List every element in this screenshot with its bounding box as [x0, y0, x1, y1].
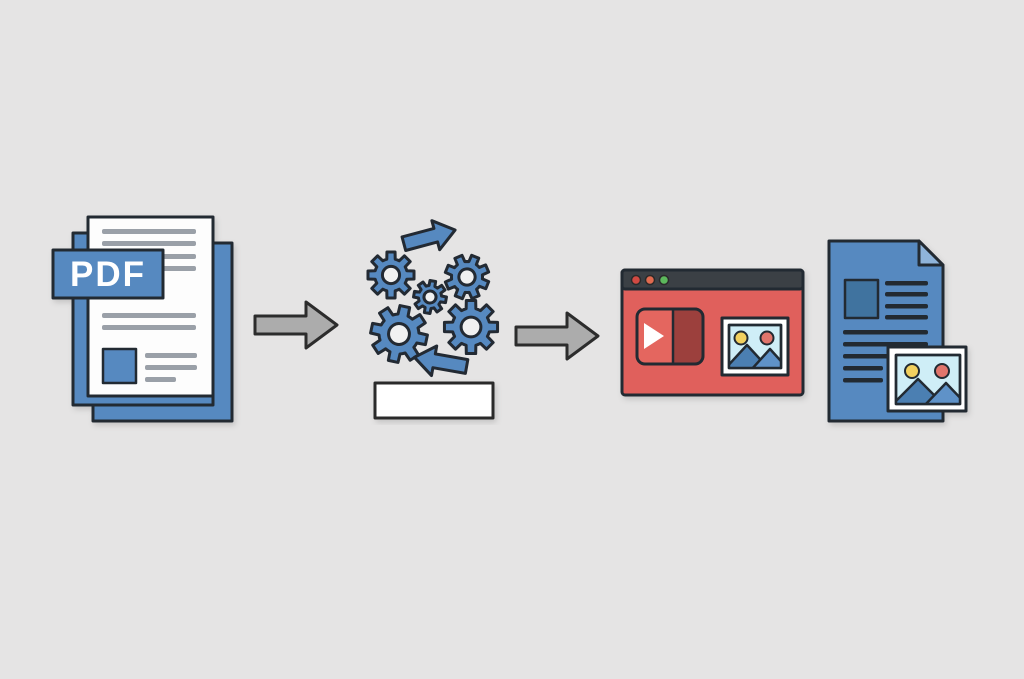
gear-icon — [437, 247, 497, 307]
folded-corner — [917, 239, 945, 267]
browser-titlebar — [620, 268, 805, 291]
sun-icon — [904, 363, 920, 379]
document-icon — [827, 239, 968, 423]
gear-icon — [366, 250, 416, 300]
flow-arrow-icon — [514, 311, 600, 361]
video-player-icon — [635, 307, 705, 366]
processing-gears-icon — [364, 219, 499, 420]
gear-icon — [364, 299, 434, 369]
image-icon — [886, 345, 968, 413]
document-text-lines — [843, 281, 928, 383]
image-placeholder — [101, 347, 138, 385]
red-dot-icon — [934, 363, 950, 379]
cycle-arrow-bottom-icon — [412, 344, 470, 378]
pdf-badge-label: PDF — [70, 255, 146, 294]
flow-arrow-icon — [253, 300, 339, 350]
sun-icon — [733, 330, 749, 346]
window-dot-orange-icon — [644, 274, 656, 286]
progress-box — [373, 381, 495, 420]
pdf-badge: PDF — [51, 248, 165, 300]
image-icon — [720, 316, 790, 377]
window-dot-green-icon — [658, 274, 670, 286]
red-dot-icon — [759, 330, 775, 346]
browser-window-icon — [620, 268, 805, 397]
pdf-document-icon: PDF — [51, 215, 234, 423]
window-dot-red-icon — [630, 274, 642, 286]
gear-icon — [410, 277, 450, 317]
image-placeholder — [843, 278, 880, 320]
play-icon — [644, 323, 664, 349]
cycle-arrow-top-icon — [400, 219, 457, 252]
mountain-right — [924, 381, 960, 404]
gear-icon — [443, 299, 499, 355]
mountain-right — [751, 347, 781, 368]
